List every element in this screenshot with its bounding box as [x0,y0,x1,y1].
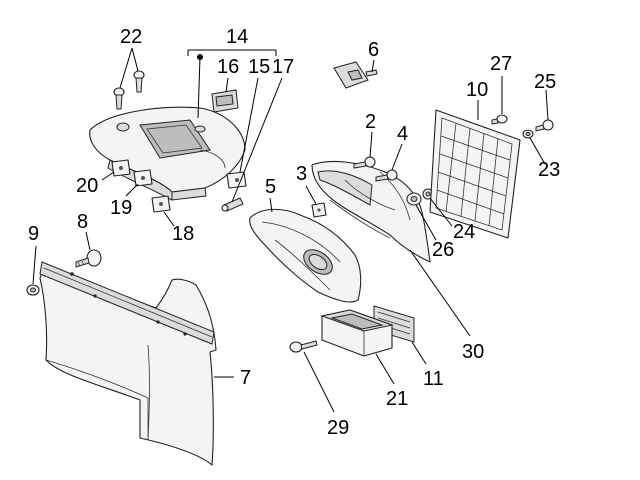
callout-3: 3 [296,163,307,185]
callout-22: 22 [120,26,142,48]
callout-29: 29 [327,417,349,439]
screw-2-part [353,156,376,169]
callout-24: 24 [453,221,475,243]
callout-17: 17 [272,56,294,78]
light-box-21-part [320,309,394,357]
callout-14: 14 [226,26,248,48]
inner-mudguard-part [249,208,362,303]
clip-16-part [211,89,239,113]
callout-4: 4 [397,123,408,145]
washer-24-part [422,188,434,200]
callout-16: 16 [217,56,239,78]
screw-8-part [75,249,102,268]
pin-17-part [221,197,244,212]
callout-27: 27 [490,53,512,75]
callout-25: 25 [534,71,556,93]
callout-9: 9 [28,223,39,245]
callout-15: 15 [248,56,270,78]
callout-8: 8 [77,211,88,233]
screw-29-part [289,340,318,353]
clip-nut-18-part [151,195,171,213]
screw-25-part [535,119,554,132]
callout-6: 6 [368,39,379,61]
callout-26: 26 [432,239,454,261]
leader-lines [32,47,549,413]
callout-10: 10 [466,79,488,101]
callout-20: 20 [76,175,98,197]
clip-nut-20-part [111,159,131,177]
callout-2: 2 [365,111,376,133]
callout-18: 18 [172,223,194,245]
clip-nut-19-part [133,169,153,187]
bracket-6-part [333,61,378,89]
mounting-rail-part [39,261,215,345]
screw-27-part [491,114,508,125]
washer-23-part [522,129,534,139]
callout-labels: 22 14 16 15 17 6 27 25 10 2 4 3 5 23 24 … [28,26,560,439]
callout-19: 19 [110,197,132,219]
callout-5: 5 [265,176,276,198]
plate-housing-part [311,160,431,263]
clip-nut-15-part [226,171,247,189]
callout-11: 11 [423,368,444,390]
callout-7: 7 [240,367,251,389]
tail-tray-part [89,106,246,201]
clip-nut-3-part [311,202,327,218]
callout-21: 21 [386,388,408,410]
callout-30: 30 [462,341,484,363]
callout-23: 23 [538,159,560,181]
washer-26-part [406,192,422,206]
screw-22-part [113,70,145,110]
grid-plate-part [429,109,521,239]
washer-9-part [26,284,40,296]
